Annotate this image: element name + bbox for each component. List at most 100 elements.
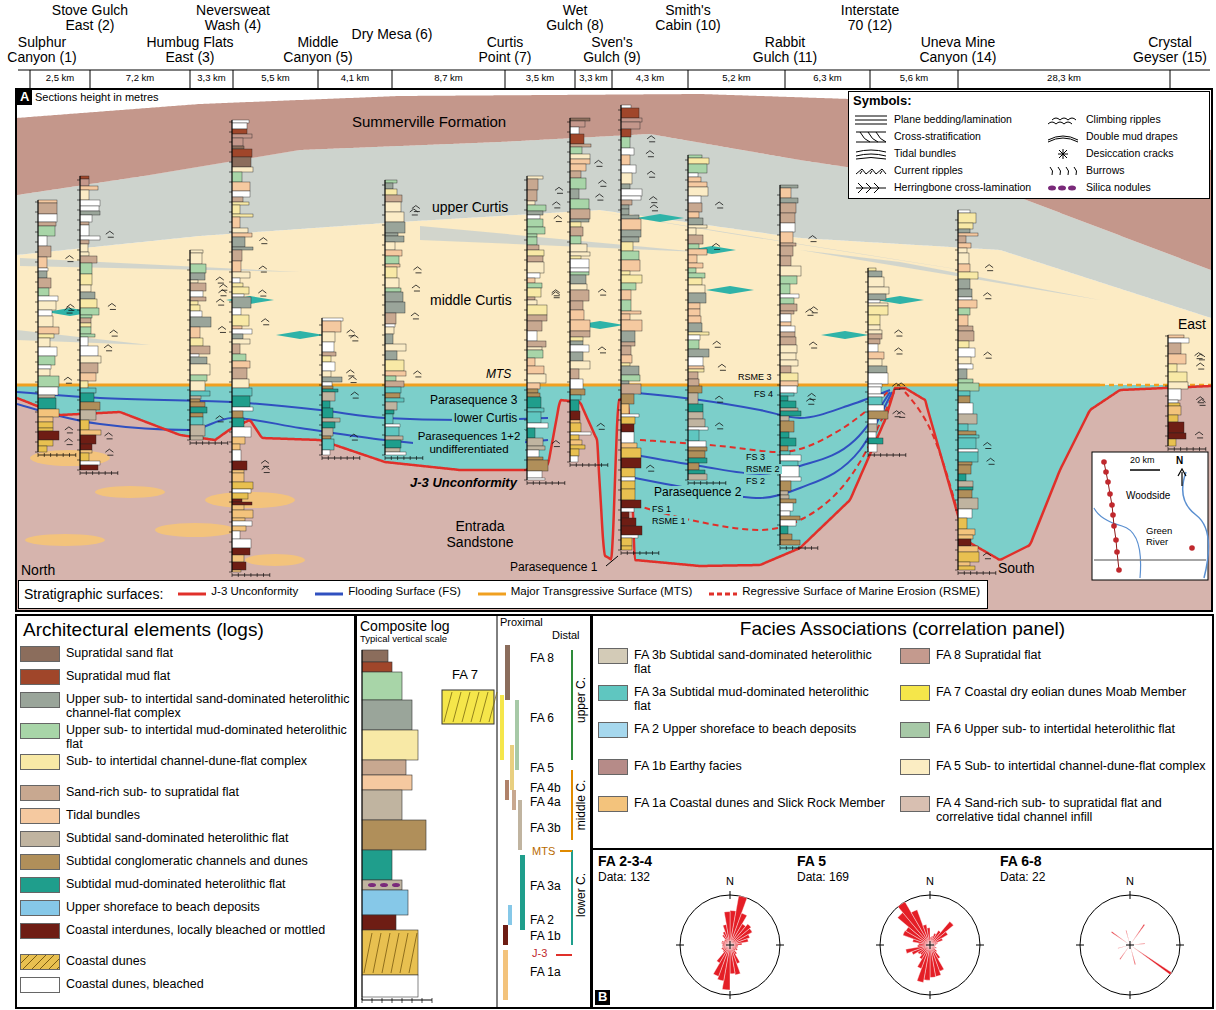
sedimentary-log — [955, 370, 958, 371]
figure-label: FS 4 — [752, 389, 775, 399]
sedimentary-log — [80, 244, 88, 252]
sedimentary-log — [621, 260, 640, 271]
sedimentary-log — [187, 370, 190, 371]
sedimentary-log — [232, 146, 244, 149]
color-swatch — [20, 923, 60, 939]
symbol-icon — [854, 165, 888, 177]
sedimentary-log — [1195, 432, 1203, 438]
distance-label: 6,3 km — [785, 73, 870, 84]
sedimentary-log — [1165, 386, 1168, 387]
sedimentary-log — [780, 332, 795, 337]
sedimentary-log — [618, 500, 621, 501]
sedimentary-log — [322, 450, 330, 455]
sedimentary-log — [1198, 399, 1206, 405]
section-ticks — [612, 70, 613, 88]
sedimentary-log — [35, 452, 38, 453]
section-name: Dry Mesa (6) — [347, 27, 437, 42]
rose-diagram — [930, 945, 936, 977]
sedimentary-log — [955, 550, 958, 551]
rose-diagram — [730, 945, 735, 974]
sedimentary-log — [261, 460, 269, 466]
sedimentary-log — [777, 285, 780, 286]
sedimentary-log — [190, 364, 210, 375]
sedimentary-log — [382, 415, 385, 416]
sedimentary-log — [958, 539, 971, 546]
sedimentary-log — [777, 525, 780, 526]
rose-diagram — [876, 945, 884, 946]
sedimentary-log — [567, 302, 570, 303]
sedimentary-log — [958, 391, 970, 396]
sedimentary-log — [75, 453, 76, 457]
sedimentary-log — [570, 121, 585, 127]
distance-label: 3,5 km — [505, 73, 575, 84]
sedimentary-log — [685, 200, 688, 201]
sedimentary-log — [262, 467, 270, 473]
sedimentary-log — [232, 573, 233, 577]
sedimentary-log — [688, 357, 703, 366]
sedimentary-log — [533, 481, 534, 485]
sedimentary-log — [570, 118, 571, 462]
line-sample — [708, 589, 738, 599]
sedimentary-log — [570, 178, 586, 189]
sedimentary-log — [621, 122, 640, 129]
sedimentary-log — [621, 424, 634, 432]
location-map — [1178, 469, 1186, 486]
sedimentary-log — [77, 390, 80, 391]
sedimentary-log — [77, 400, 80, 401]
section-name: Smith's Cabin (10) — [648, 3, 728, 33]
sedimentary-log — [570, 389, 585, 395]
sedimentary-log — [524, 210, 527, 211]
sedimentary-log — [190, 354, 199, 357]
sedimentary-log — [527, 347, 542, 350]
sedimentary-log — [69, 453, 70, 457]
sedimentary-log — [38, 257, 47, 268]
sedimentary-log — [359, 456, 360, 460]
sedimentary-log — [527, 428, 535, 438]
sedimentary-log — [570, 290, 589, 301]
sedimentary-log — [607, 463, 608, 467]
sedimentary-log — [527, 190, 537, 201]
sedimentary-log — [777, 215, 780, 216]
sedimentary-log — [190, 346, 210, 354]
section-ticks — [505, 70, 506, 88]
sedimentary-log — [322, 408, 333, 418]
sedimentary-log — [382, 325, 385, 326]
legend-text: FA 1b Earthy facies — [634, 759, 888, 773]
sedimentary-log — [688, 309, 700, 316]
sedimentary-log — [232, 411, 243, 418]
sedimentary-log — [868, 394, 884, 397]
distance-label: 3,3 km — [190, 73, 233, 84]
sedimentary-log — [955, 330, 958, 331]
sedimentary-log — [527, 297, 535, 300]
sedimentary-log — [777, 265, 780, 266]
sedimentary-log — [958, 529, 975, 535]
sedimentary-log — [56, 453, 57, 457]
sedimentary-log — [385, 436, 403, 440]
sedimentary-log — [618, 450, 621, 451]
mts-line — [17, 384, 1100, 387]
sedimentary-log — [955, 390, 958, 391]
sedimentary-log — [229, 332, 232, 333]
sedimentary-log — [527, 481, 528, 485]
sedimentary-log — [621, 538, 632, 546]
sedimentary-log — [397, 456, 398, 460]
sedimentary-log — [190, 425, 205, 436]
sedimentary-log — [868, 303, 888, 306]
sedimentary-log — [621, 551, 622, 555]
sedimentary-log — [232, 339, 250, 344]
sedimentary-log — [570, 449, 579, 456]
sedimentary-log — [725, 481, 726, 485]
sedimentary-log — [618, 180, 621, 181]
sedimentary-log — [80, 252, 89, 256]
sedimentary-log — [868, 366, 887, 373]
sedimentary-log — [618, 110, 621, 111]
sedimentary-log — [190, 301, 198, 305]
figure-label: MTS — [486, 368, 511, 382]
sedimentary-log — [232, 237, 245, 247]
sedimentary-log — [567, 132, 570, 133]
sedimentary-log — [322, 318, 323, 455]
sedimentary-log — [44, 453, 45, 457]
sedimentary-log — [80, 236, 100, 240]
sedimentary-log — [38, 316, 53, 327]
entrada-fill — [17, 385, 1211, 610]
